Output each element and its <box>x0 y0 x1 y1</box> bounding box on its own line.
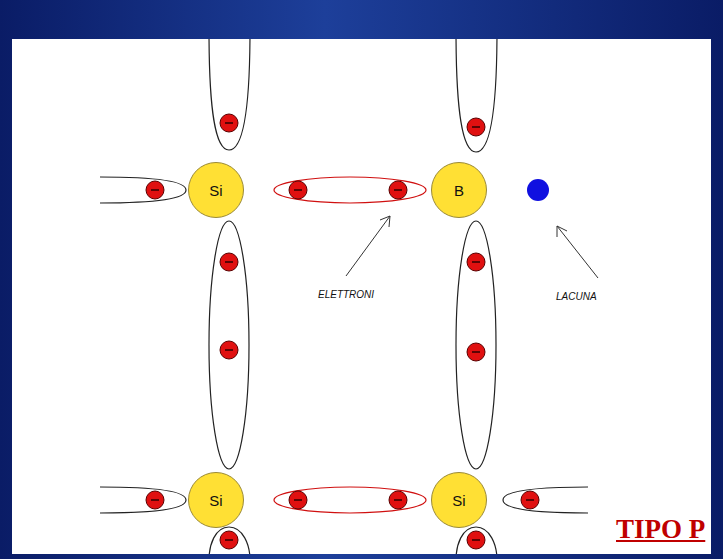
arrow-head <box>557 226 567 237</box>
electron-dot <box>389 181 407 199</box>
atom-circle: Si <box>188 472 244 528</box>
atom-circle: Si <box>431 472 487 528</box>
electron-dot <box>146 491 164 509</box>
bond-outline <box>100 487 186 513</box>
atom-symbol: B <box>454 182 464 199</box>
hole-dot <box>527 179 549 201</box>
minus-sign <box>472 261 480 263</box>
electron-dot <box>146 181 164 199</box>
atom-circle: B <box>431 162 487 218</box>
minus-sign <box>225 349 233 351</box>
covalent-bond <box>274 487 426 513</box>
atom-symbol: Si <box>452 492 465 509</box>
electron-dot <box>289 491 307 509</box>
bond-outline <box>456 527 497 554</box>
electron-dot <box>289 181 307 199</box>
electron-dot <box>467 118 485 136</box>
electron-dot <box>467 253 485 271</box>
bond-outline <box>209 39 250 150</box>
electron-dot <box>220 253 238 271</box>
electron-dot <box>220 531 238 549</box>
minus-sign <box>472 126 480 128</box>
atom-symbol: Si <box>209 182 222 199</box>
minus-sign <box>394 499 402 501</box>
electron-dot <box>467 343 485 361</box>
arrow-head <box>380 216 390 227</box>
minus-sign <box>294 189 302 191</box>
bond-outline <box>456 39 497 152</box>
minus-sign <box>472 351 480 353</box>
minus-sign <box>225 261 233 263</box>
bond-outline <box>209 221 249 469</box>
minus-sign <box>151 189 159 191</box>
type-title: TIPO P <box>616 514 705 545</box>
bond-outline <box>100 177 186 203</box>
electron-dot <box>220 341 238 359</box>
minus-sign <box>526 499 534 501</box>
label-text: ELETTRONI <box>318 289 374 300</box>
electron-dot <box>467 531 485 549</box>
bond-outline <box>456 221 496 469</box>
atom-circle: Si <box>188 162 244 218</box>
leader-arrow <box>346 216 390 276</box>
minus-sign <box>225 122 233 124</box>
minus-sign <box>394 189 402 191</box>
covalent-bond <box>274 177 426 203</box>
white-panel <box>12 39 711 554</box>
minus-sign <box>151 499 159 501</box>
atom-symbol: Si <box>209 492 222 509</box>
minus-sign <box>294 499 302 501</box>
electron-dot <box>521 491 539 509</box>
bond-outline <box>209 527 250 554</box>
label-text: LACUNA <box>556 291 597 302</box>
electron-dot <box>220 114 238 132</box>
minus-sign <box>225 539 233 541</box>
minus-sign <box>472 539 480 541</box>
electron-dot <box>389 491 407 509</box>
leader-arrow <box>557 226 598 278</box>
bond-outline <box>503 487 588 513</box>
